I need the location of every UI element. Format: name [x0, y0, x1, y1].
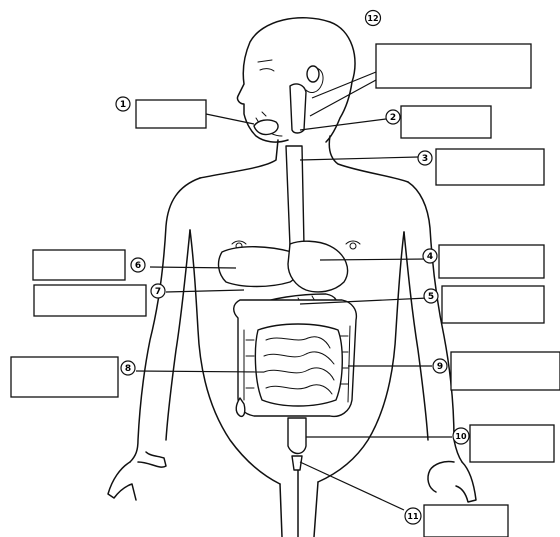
marker-3: 3	[418, 151, 432, 165]
salivary-gland	[307, 66, 319, 82]
svg-text:5: 5	[428, 292, 434, 302]
svg-text:12: 12	[367, 14, 378, 23]
marker-9: 9	[433, 359, 447, 373]
answer-box-1[interactable]	[136, 100, 206, 128]
svg-text:1: 1	[120, 100, 126, 110]
marker-10: 10	[453, 428, 469, 444]
svg-text:7: 7	[155, 287, 161, 297]
marker-1: 1	[116, 97, 130, 111]
rectum-organ	[288, 418, 306, 454]
pharynx-organ	[290, 84, 306, 133]
svg-text:4: 4	[427, 252, 433, 262]
anus-organ	[292, 456, 302, 470]
mouth-organ	[254, 120, 278, 135]
answer-box-6[interactable]	[33, 250, 125, 280]
marker-7: 7	[151, 284, 165, 298]
stomach-organ	[288, 241, 348, 292]
answer-box-7[interactable]	[34, 285, 146, 316]
answer-box-11[interactable]	[424, 505, 508, 537]
svg-text:8: 8	[125, 364, 131, 374]
svg-text:11: 11	[407, 512, 419, 521]
answer-box-3[interactable]	[436, 149, 544, 185]
answer-box-2[interactable]	[401, 106, 491, 138]
marker-8: 8	[121, 361, 135, 375]
answer-box-4[interactable]	[439, 245, 544, 278]
small-intestine-organ	[255, 324, 342, 406]
svg-text:3: 3	[422, 154, 428, 164]
marker-4: 4	[423, 249, 437, 263]
svg-text:10: 10	[455, 432, 467, 441]
svg-text:2: 2	[390, 113, 396, 123]
answer-boxes	[11, 44, 560, 537]
svg-text:6: 6	[135, 261, 141, 271]
marker-6: 6	[131, 258, 145, 272]
answer-box-9[interactable]	[451, 352, 560, 390]
svg-text:9: 9	[437, 362, 443, 372]
liver-organ	[219, 247, 298, 287]
answer-box-8[interactable]	[11, 357, 118, 397]
answer-box-12[interactable]	[376, 44, 531, 88]
marker-12: 12	[366, 11, 381, 26]
answer-box-10[interactable]	[470, 425, 554, 462]
marker-2: 2	[386, 110, 400, 124]
answer-box-5[interactable]	[442, 286, 544, 323]
marker-5: 5	[424, 289, 438, 303]
esophagus-organ	[286, 146, 304, 246]
marker-11: 11	[405, 508, 421, 524]
